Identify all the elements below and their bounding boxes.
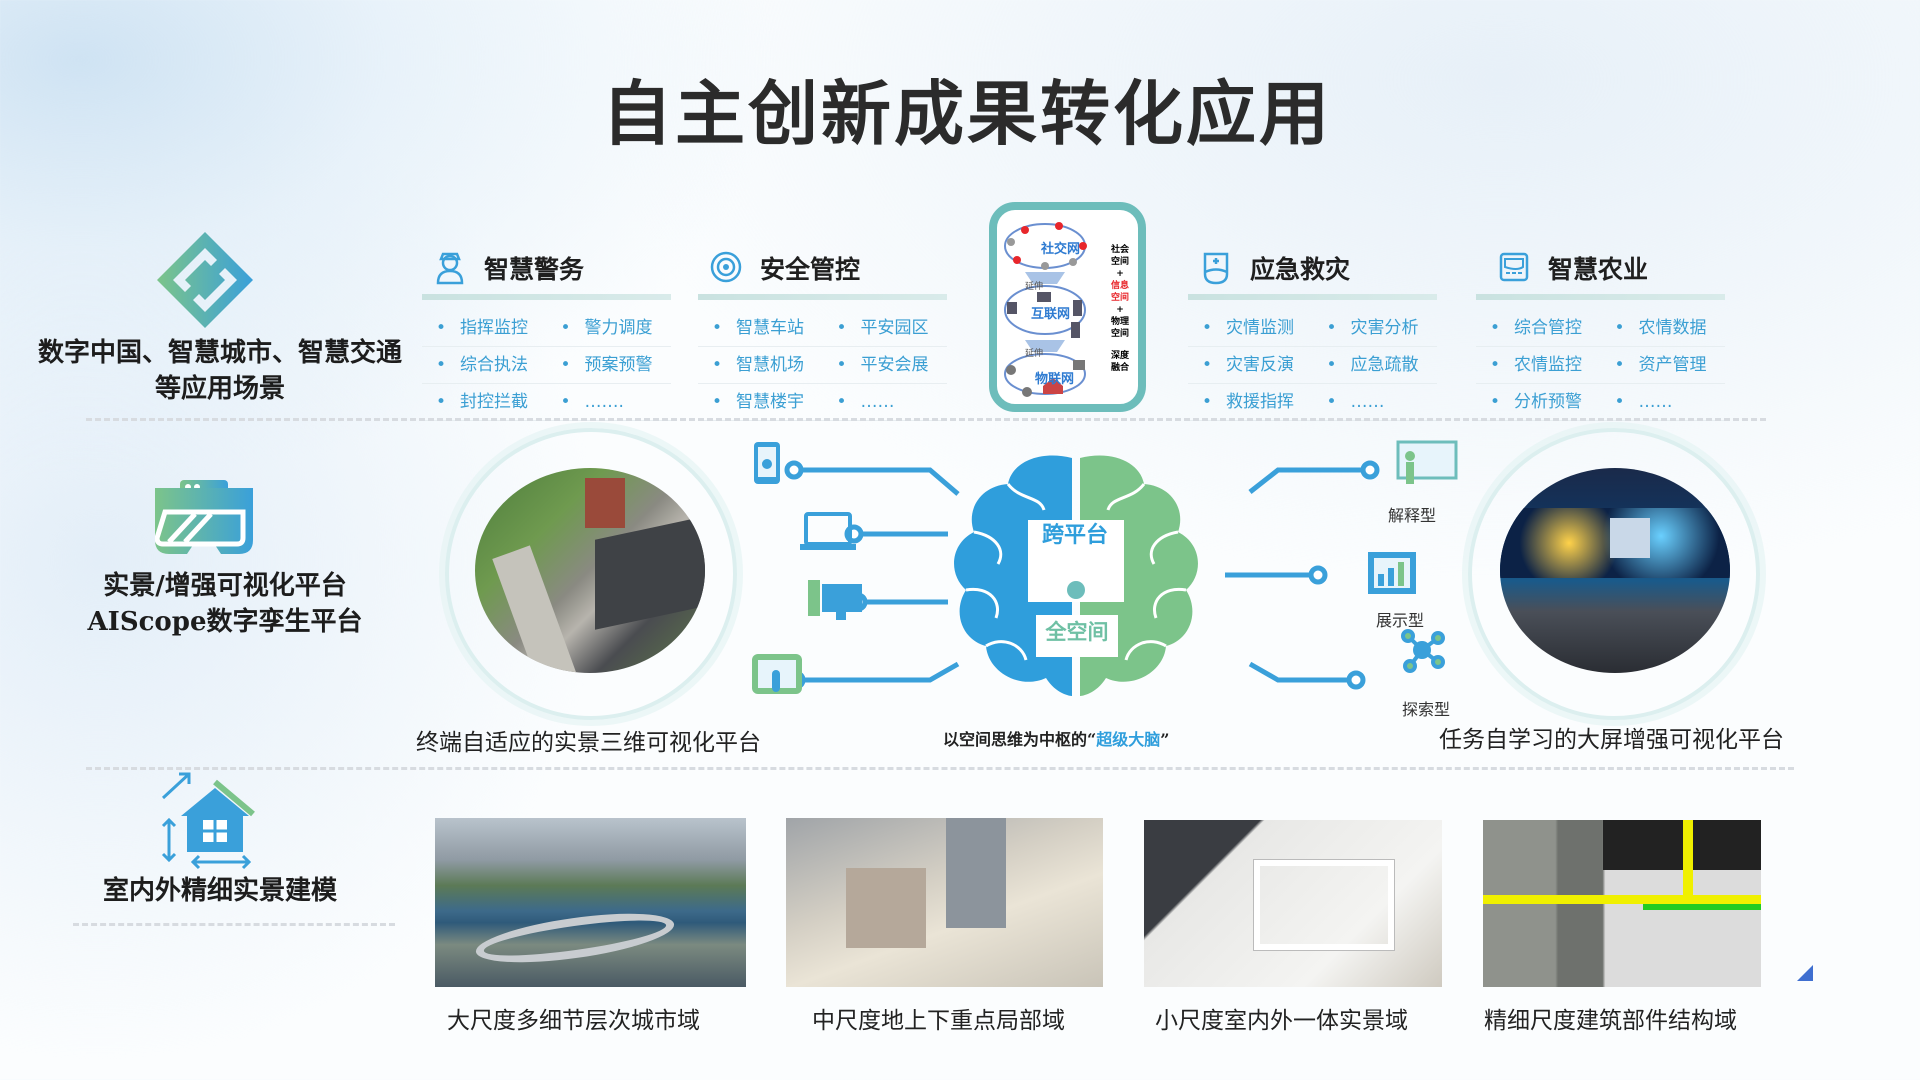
category-1[interactable]: 安全管控 智慧车站平安园区智慧机场平安会展智慧楼宇…… xyxy=(698,246,947,421)
brain-caption: 以空间思维为中枢的“超级大脑” xyxy=(943,730,1170,749)
category-underline xyxy=(1188,294,1437,300)
layer-iot: 物联网 xyxy=(1035,372,1075,387)
category-item[interactable]: 分析预警 xyxy=(1476,384,1601,421)
category-2[interactable]: 应急救灾 灾情监测灾害分析灾害反演应急疏散救援指挥…… xyxy=(1188,246,1437,421)
category-underline xyxy=(698,294,947,300)
output-type-exploratory: 探索型 xyxy=(1402,700,1451,719)
brain-diagram xyxy=(752,440,1458,696)
divider xyxy=(73,923,395,926)
category-item[interactable]: 灾害分析 xyxy=(1312,310,1437,347)
molecule-network-icon xyxy=(1401,629,1445,673)
indoor-scale-image xyxy=(1144,820,1442,987)
category-item[interactable]: 警力调度 xyxy=(546,310,671,347)
category-underline xyxy=(422,294,671,300)
presentation-icon xyxy=(1396,440,1458,484)
arrow-label: 延伸 xyxy=(1025,349,1044,359)
connector-line xyxy=(1248,467,1365,494)
category-title: 智慧警务 xyxy=(484,255,585,284)
category-item[interactable]: 智慧机场 xyxy=(698,347,823,384)
connector-line xyxy=(1248,661,1352,683)
side-label: + xyxy=(1116,269,1124,279)
category-item[interactable]: 救援指挥 xyxy=(1188,384,1313,421)
desktop-computer-icon xyxy=(808,580,862,620)
brain-bottom-label: 全空间 xyxy=(1045,619,1109,644)
row2-label-line1: 实景/增强可视化平台 xyxy=(103,571,347,601)
category-3[interactable]: 智慧农业 综合管控农情数据农情监控资产管理分析预警…… xyxy=(1476,246,1725,421)
side-label: 社会空间 xyxy=(1110,245,1129,267)
category-item[interactable]: 封控拦截 xyxy=(422,384,547,421)
category-0[interactable]: 智慧警务 指挥监控警力调度综合执法预案预警封控拦截……. xyxy=(422,246,671,421)
category-title: 智慧农业 xyxy=(1548,255,1649,284)
category-item[interactable]: 农情数据 xyxy=(1600,310,1725,347)
category-item[interactable]: 智慧楼宇 xyxy=(698,384,823,421)
category-item[interactable]: 农情监控 xyxy=(1476,347,1601,384)
layer-internet: 互联网 xyxy=(1031,307,1071,322)
category-item[interactable]: …… xyxy=(1312,384,1437,421)
category-item[interactable]: 综合管控 xyxy=(1476,310,1601,347)
page-title: 自主创新成果转化应用 xyxy=(602,72,1332,155)
connector-line xyxy=(800,661,960,683)
category-item[interactable]: 智慧车站 xyxy=(698,310,823,347)
row2-label-line2: AIScope数字孪生平台 xyxy=(87,607,363,637)
eye-target-icon xyxy=(710,251,742,283)
tablet-touch-icon xyxy=(752,654,802,694)
category-title: 安全管控 xyxy=(760,255,861,284)
output-type-explanatory: 解释型 xyxy=(1388,506,1437,525)
category-item[interactable]: 灾害反演 xyxy=(1188,347,1313,384)
layer-social: 社交网 xyxy=(1041,242,1081,257)
corner-triangle-icon xyxy=(1797,965,1813,981)
side-label: 信息空间 xyxy=(1110,281,1129,303)
output-type-display: 展示型 xyxy=(1376,611,1425,630)
diamond-logo-icon xyxy=(157,232,253,328)
category-item[interactable]: 综合执法 xyxy=(422,347,547,384)
right-platform-caption: 任务自学习的大屏增强可视化平台 xyxy=(1439,727,1784,753)
vr-headset-icon xyxy=(155,480,253,554)
row3-label: 室内外精细实景建模 xyxy=(102,876,337,906)
category-item[interactable]: 应急疏散 xyxy=(1312,347,1437,384)
category-underline xyxy=(1476,294,1725,300)
side-label: 深度融合 xyxy=(1110,351,1129,373)
divider xyxy=(86,767,1794,770)
arrow-label: 延伸 xyxy=(1025,282,1044,292)
connector-line xyxy=(798,467,960,496)
category-item[interactable]: 资产管理 xyxy=(1600,347,1725,384)
side-label: 物理空间 xyxy=(1110,317,1129,339)
image-caption: 中尺度地上下重点局部域 xyxy=(812,1008,1065,1034)
laptop-icon xyxy=(800,512,856,550)
category-item[interactable]: ……. xyxy=(546,384,671,421)
category-item[interactable]: 灾情监测 xyxy=(1188,310,1313,347)
house-model-icon xyxy=(161,772,255,870)
left-platform-caption: 终端自适应的实景三维可视化平台 xyxy=(416,730,761,756)
network-layers-graphic xyxy=(1004,222,1087,397)
side-label: + xyxy=(1116,305,1124,315)
district-scale-image xyxy=(786,818,1103,987)
city-scale-image xyxy=(435,818,746,987)
category-title: 应急救灾 xyxy=(1250,255,1351,284)
row1-label-line2: 等应用场景 xyxy=(154,374,285,404)
category-item[interactable]: 预案预警 xyxy=(546,347,671,384)
network-diagram: 社交网 延伸 互联网 延伸 物联网 社会空间 + 信息空间 + 物理空间 深度融… xyxy=(989,202,1146,412)
building-component-image xyxy=(1483,820,1761,987)
category-item[interactable]: 指挥监控 xyxy=(422,310,547,347)
police-icon xyxy=(436,252,464,285)
brain-top-label: 跨平台 xyxy=(1041,522,1108,548)
monitor-device-icon xyxy=(1499,252,1529,282)
category-item[interactable]: …… xyxy=(822,384,947,421)
category-item[interactable]: …… xyxy=(1600,384,1725,421)
category-item[interactable]: 平安会展 xyxy=(822,347,947,384)
street-3d-scene-image xyxy=(475,468,705,673)
control-room-image xyxy=(1500,468,1730,673)
brain-caption-highlight: 超级大脑 xyxy=(1096,730,1161,749)
image-caption: 精细尺度建筑部件结构域 xyxy=(1484,1008,1737,1034)
left-circle-frame xyxy=(445,428,737,720)
right-circle-frame xyxy=(1468,428,1760,720)
image-caption: 小尺度室内外一体实景域 xyxy=(1155,1008,1408,1034)
divider xyxy=(86,418,1766,421)
image-caption: 大尺度多细节层次城市域 xyxy=(447,1008,700,1034)
category-item[interactable]: 平安园区 xyxy=(822,310,947,347)
bar-chart-display-icon xyxy=(1368,552,1416,594)
row1-label-line1: 数字中国、智慧城市、智慧交通 xyxy=(37,338,402,368)
medical-shield-icon xyxy=(1203,252,1229,285)
mobile-phone-icon xyxy=(754,442,780,484)
